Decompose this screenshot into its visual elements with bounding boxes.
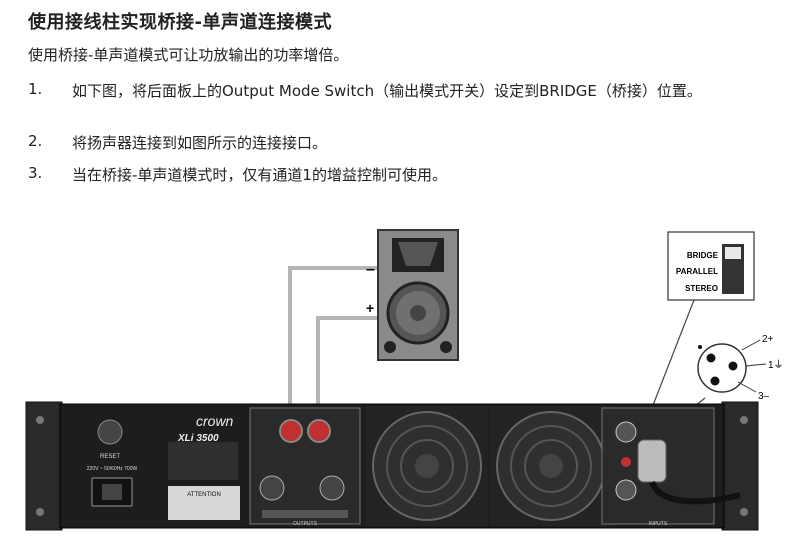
step-number: 1. (28, 80, 43, 98)
amplifier-rear-panel (25, 401, 759, 531)
xlr-connector-icon (697, 339, 767, 393)
intro-text: 使用桥接-单声道模式可让功放输出的功率增倍。 (28, 46, 349, 64)
step-text: 将扬声器连接到如图所示的连接接口。 (72, 134, 328, 152)
reset-label: RESET (100, 454, 120, 460)
attention-label: ATTENTION (187, 492, 221, 498)
speaker-minus-label: – (366, 261, 375, 278)
inputs-label: INPUTS (649, 521, 668, 527)
switch-option-stereo: STEREO (685, 284, 718, 293)
speaker-wire-positive (316, 316, 378, 410)
switch-option-bridge: BRIDGE (687, 251, 719, 260)
xlr-pin3-label: 3– (758, 391, 770, 402)
model-label: XLi 3500 (177, 433, 219, 444)
step-text: 如下图，将后面板上的Output Mode Switch（输出模式开关）设定到B… (72, 82, 702, 100)
xlr-pin1-label: 1⏚ (768, 359, 784, 371)
speaker-plus-label: + (366, 300, 374, 316)
speaker-icon (377, 229, 459, 361)
xlr-pin2-label: 2+ (762, 334, 774, 345)
step-text: 当在桥接-单声道模式时，仅有通道1的增益控制可使用。 (72, 166, 447, 184)
callout-line (647, 299, 695, 419)
output-mode-switch-callout (667, 231, 755, 301)
power-rating-label: 220V ~ 50/60Hz 700W (87, 466, 138, 472)
step-number: 3. (28, 164, 43, 182)
outputs-label: OUTPUTS (293, 521, 318, 527)
switch-option-parallel: PARALLEL (676, 267, 718, 276)
brand-logo: crown (196, 413, 234, 429)
page-title: 使用接线柱实现桥接-单声道连接模式 (28, 12, 332, 33)
speaker-wire-negative (288, 266, 378, 410)
step-number: 2. (28, 132, 43, 150)
